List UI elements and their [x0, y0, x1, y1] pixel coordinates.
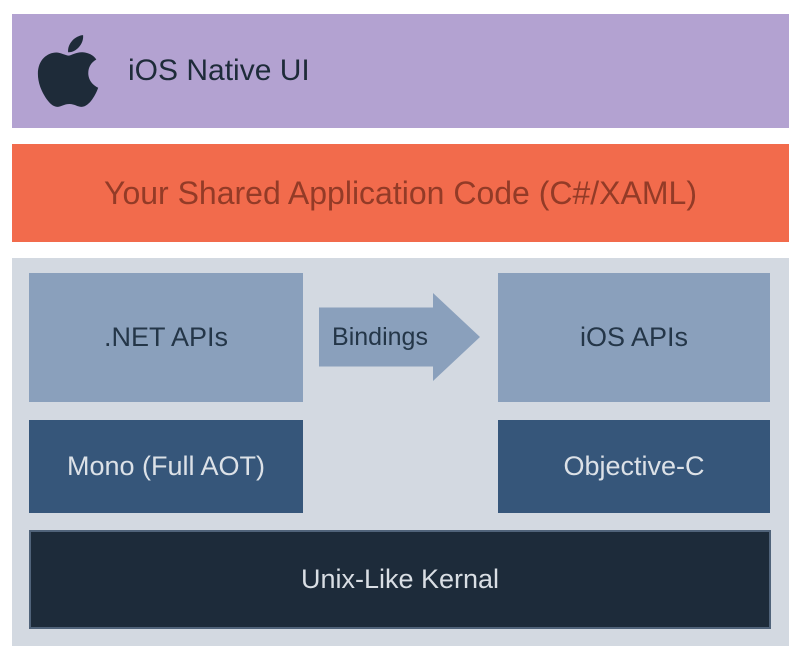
bindings-arrow: Bindings	[319, 293, 480, 381]
runtime-section-panel: .NET APIs Bindings iOS APIs Mono (Full A…	[12, 258, 789, 646]
bindings-label: Bindings	[332, 322, 428, 351]
shared-application-code-bar: Your Shared Application Code (C#/XAML)	[12, 144, 789, 242]
mono-full-aot-box: Mono (Full AOT)	[29, 420, 303, 513]
unix-like-kernel-label: Unix-Like Kernal	[300, 564, 500, 594]
net-apis-label: .NET APIs	[103, 322, 229, 352]
apple-logo-icon	[37, 35, 99, 107]
net-apis-box: .NET APIs	[29, 273, 303, 402]
ios-apis-label: iOS APIs	[579, 322, 689, 352]
mono-full-aot-label: Mono (Full AOT)	[66, 451, 266, 481]
right-arrow-icon	[319, 293, 480, 381]
ios-apis-box: iOS APIs	[498, 273, 770, 402]
shared-application-code-label: Your Shared Application Code (C#/XAML)	[104, 174, 697, 211]
ios-native-ui-bar: iOS Native UI	[12, 14, 789, 128]
unix-like-kernel-box: Unix-Like Kernal	[29, 530, 771, 629]
objective-c-label: Objective-C	[563, 451, 705, 481]
ios-native-ui-label: iOS Native UI	[128, 54, 310, 87]
objective-c-box: Objective-C	[498, 420, 770, 513]
